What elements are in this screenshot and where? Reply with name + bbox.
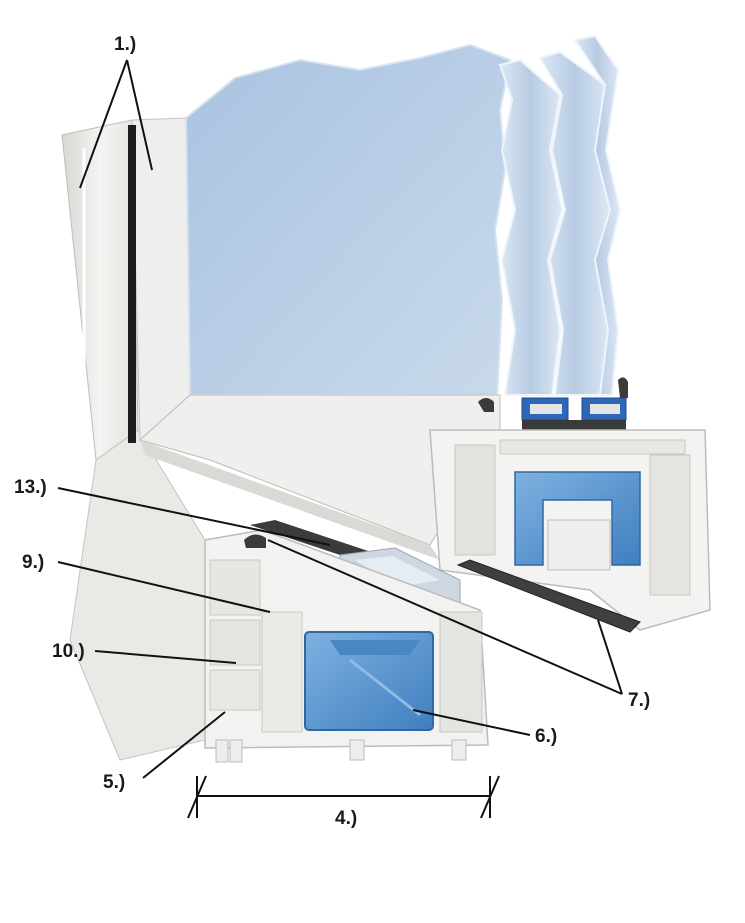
glass-spacers: [521, 397, 627, 432]
pane-edge-1: [498, 58, 564, 396]
callout-7: 7.): [628, 690, 651, 711]
frame-profile: [204, 529, 489, 763]
leader-1a: [79, 59, 128, 189]
leader-10: [94, 650, 237, 664]
callout-4: 4.): [335, 808, 358, 829]
sash-gasket-strip: [128, 125, 136, 443]
callout-5: 5.): [103, 772, 126, 793]
dimension-slash-left: [187, 775, 207, 819]
leader-7b: [597, 619, 623, 695]
callout-6: 6.): [535, 726, 558, 747]
leader-lines: [57, 59, 623, 819]
glazing-gasket: [478, 398, 494, 412]
callout-1: 1.): [114, 34, 137, 55]
leader-13: [57, 487, 331, 546]
callout-10: 10.): [52, 641, 85, 662]
leader-1b: [126, 59, 153, 171]
callout-9: 9.): [22, 552, 45, 573]
pane-edge-3: [573, 34, 622, 396]
callout-13: 13.): [14, 477, 47, 498]
sash-steel-reinforcement: [514, 471, 641, 566]
leader-7a: [267, 539, 623, 695]
leader-5: [142, 711, 226, 779]
glazing: [184, 34, 622, 396]
leader-6: [412, 709, 531, 736]
sash-profile: [138, 377, 711, 631]
leader-9: [57, 561, 271, 613]
dimension-slash-right: [480, 775, 500, 819]
frame-steel-reinforcement: [304, 631, 434, 731]
